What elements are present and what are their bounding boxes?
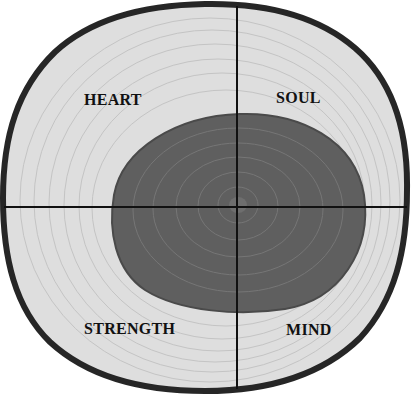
sapwood-rings [20,18,400,382]
quadrant-label: SOUL [276,89,321,107]
quadrant-label: MIND [286,321,332,339]
divider-line [4,206,407,208]
quadrant-label: STRENGTH [84,320,175,338]
bark-outline [3,4,407,391]
quadrant-label: HEART [84,91,142,109]
heartwood [112,114,365,312]
divider-line [236,6,238,389]
